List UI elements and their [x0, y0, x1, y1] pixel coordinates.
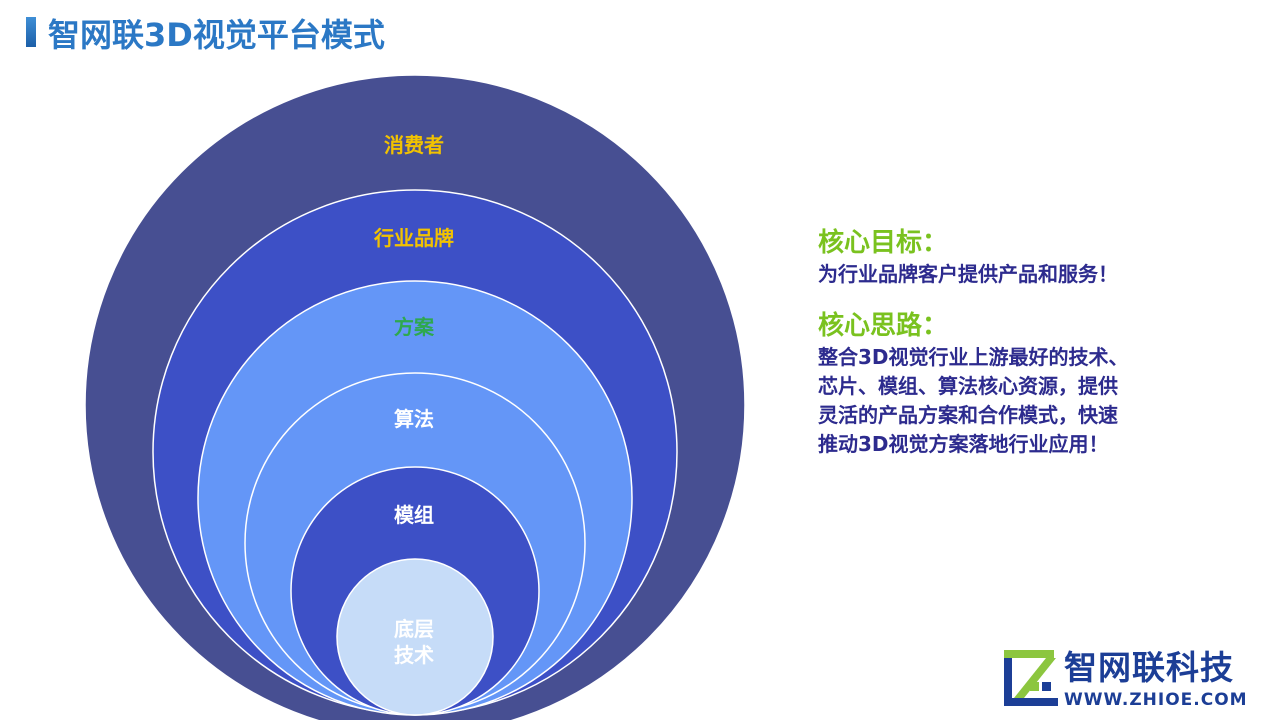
layer-base-tech-circle	[336, 558, 494, 716]
logo-frame-bottom	[1004, 698, 1058, 706]
layer-label-line: 技术	[394, 643, 434, 667]
core-idea-text: 整合3D视觉行业上游最好的技术、 芯片、模组、算法核心资源，提供 灵活的产品方案…	[818, 345, 1129, 456]
nested-circle-diagram: 消费者 行业品牌 方案 算法 模组 底层技术	[84, 74, 746, 720]
layer-label-line: 底层	[394, 617, 434, 641]
core-info-panel: 核心目标： 为行业品牌客户提供产品和服务！ 核心思路： 整合3D视觉行业上游最好…	[818, 226, 1258, 459]
layer-label-line: 算法	[394, 407, 434, 431]
layer-base-tech-label: 底层技术	[394, 617, 434, 667]
logo-mark-icon	[1004, 650, 1058, 706]
logo-website-url: WWW.ZHIOE.COM	[1064, 690, 1248, 710]
logo-block-1	[1030, 682, 1039, 691]
layer-algorithm-label: 算法	[394, 407, 434, 431]
layer-label-line: 模组	[394, 503, 434, 527]
core-goal-text: 为行业品牌客户提供产品和服务！	[818, 262, 1118, 286]
logo-frame-left	[1004, 654, 1012, 706]
layer-module-label: 模组	[394, 503, 434, 527]
layer-solution-label: 方案	[394, 315, 435, 339]
core-idea-heading: 核心思路：	[818, 311, 949, 341]
logo-block-2	[1042, 682, 1051, 691]
layer-brand-label: 行业品牌	[373, 226, 454, 250]
logo-frame-top	[1004, 650, 1054, 658]
layer-label-line: 方案	[394, 315, 435, 339]
company-logo: 智网联科技 WWW.ZHIOE.COM	[1002, 648, 1272, 712]
layer-label-line: 消费者	[384, 133, 444, 157]
page-title: 智网联3D视觉平台模式	[48, 16, 385, 54]
title-accent-bar	[26, 17, 36, 47]
logo-company-name: 智网联科技	[1064, 648, 1234, 687]
layer-consumer-label: 消费者	[384, 133, 444, 157]
core-goal-heading: 核心目标：	[818, 228, 949, 258]
layer-label-line: 行业品牌	[373, 226, 454, 250]
logo-z-diagonal	[1014, 658, 1056, 698]
